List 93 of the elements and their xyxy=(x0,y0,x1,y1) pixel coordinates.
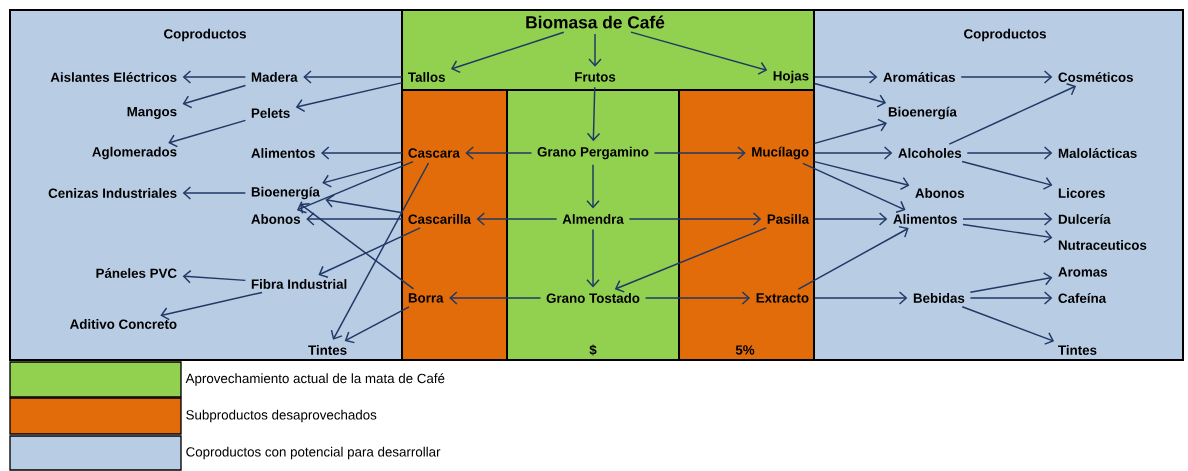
arrow xyxy=(330,162,430,340)
item-label: Mucílago xyxy=(752,146,809,160)
arrow xyxy=(802,162,906,214)
arrow xyxy=(296,160,414,214)
arrow xyxy=(344,306,410,344)
item-label: Mangos xyxy=(127,107,177,119)
item-label: Pelets xyxy=(251,108,290,118)
arrow xyxy=(813,118,887,145)
arrow xyxy=(449,291,542,305)
arrow xyxy=(614,227,767,293)
item-label: Fibra Industrial xyxy=(251,279,347,289)
arrow xyxy=(653,146,746,160)
item-label: Borra xyxy=(408,293,444,303)
column xyxy=(401,89,508,361)
item-label: Aglomerados xyxy=(92,146,177,160)
item-label: Páneles PVC xyxy=(96,268,177,278)
item-label: Tintes xyxy=(1058,345,1097,355)
arrow xyxy=(586,164,600,209)
item-label: Frutos xyxy=(575,72,616,82)
arrow xyxy=(969,272,1053,294)
arrow xyxy=(318,227,421,278)
item-label: Aromáticas xyxy=(883,72,956,82)
item-label: Bioenergía xyxy=(888,106,957,120)
arrow xyxy=(450,31,565,74)
band xyxy=(401,9,815,91)
arrow xyxy=(961,306,1055,345)
item-label: Cascarilla xyxy=(408,214,472,224)
item-label: Cenizas Industriales xyxy=(48,188,177,198)
arrow xyxy=(303,70,404,84)
item-label: Madera xyxy=(251,72,298,82)
arrow xyxy=(960,70,1053,84)
arrow xyxy=(321,146,404,160)
arrow xyxy=(969,291,1053,305)
arrow xyxy=(813,82,887,108)
item-label: Cafeína xyxy=(1058,293,1107,303)
item-label: Nutraceuticos xyxy=(1058,240,1147,250)
arrow xyxy=(586,228,600,288)
arrow xyxy=(813,212,888,226)
item-label: Cascara xyxy=(408,148,460,158)
arrow xyxy=(948,83,1077,145)
arrow xyxy=(476,212,558,226)
arrow xyxy=(182,70,247,84)
arrow xyxy=(160,291,263,321)
arrow xyxy=(182,84,247,109)
item-label: Alcoholes xyxy=(898,148,962,158)
arrow xyxy=(588,33,602,67)
item-label: Bioenergía xyxy=(251,186,320,200)
arrow xyxy=(168,119,247,148)
arrow xyxy=(182,269,247,284)
item-label: Bebidas xyxy=(913,293,965,303)
arrow xyxy=(628,212,762,226)
title: Biomasa de Café xyxy=(526,15,665,29)
arrow xyxy=(962,212,1053,226)
legend-label: Coproductos con potencial para desarrollar xyxy=(186,446,441,460)
legend-label: Aprovechamiento actual de la mata de Café xyxy=(185,373,445,386)
arrow xyxy=(295,81,404,113)
item-label: Tallos xyxy=(408,72,445,82)
item-label: Dulcería xyxy=(1058,214,1111,224)
arrow xyxy=(586,86,601,142)
arrow xyxy=(966,146,1053,160)
item-label: Alimentos xyxy=(893,214,957,224)
legend-label: Subproductos desaprovechados xyxy=(186,409,377,423)
arrow xyxy=(325,194,404,214)
arrow xyxy=(630,31,768,75)
item-label: Grano Pergamino xyxy=(537,146,649,160)
item-label: Malolácticas xyxy=(1058,148,1137,158)
item-label: Aromas xyxy=(1058,267,1108,277)
arrow xyxy=(813,146,893,160)
item-label: Grano Tostado xyxy=(546,293,640,303)
item-label: Extracto xyxy=(756,293,809,303)
item-label: Almendra xyxy=(562,214,624,224)
arrow xyxy=(813,291,908,305)
item-label: Tintes xyxy=(308,345,347,355)
arrow xyxy=(813,70,878,84)
item-label: Licores xyxy=(1058,188,1105,198)
arrow xyxy=(306,212,404,226)
item-label: Aislantes Eléctricos xyxy=(50,72,177,82)
item-label: Aditivo Concreto xyxy=(70,319,177,329)
arrow xyxy=(322,160,404,188)
arrow xyxy=(797,225,909,290)
arrow xyxy=(465,146,533,160)
item-label: Abonos xyxy=(915,188,965,198)
item-label: Cosméticos xyxy=(1058,72,1133,82)
item-label: Pasilla xyxy=(767,214,810,224)
arrow xyxy=(961,160,1053,190)
item-label: Abonos xyxy=(251,214,301,224)
arrow xyxy=(299,202,415,290)
arrow xyxy=(813,160,910,191)
arrow xyxy=(182,186,247,200)
arrow xyxy=(962,223,1053,244)
arrow xyxy=(644,291,751,305)
item-label: Alimentos xyxy=(251,148,315,158)
item-label: Hojas xyxy=(773,70,809,84)
